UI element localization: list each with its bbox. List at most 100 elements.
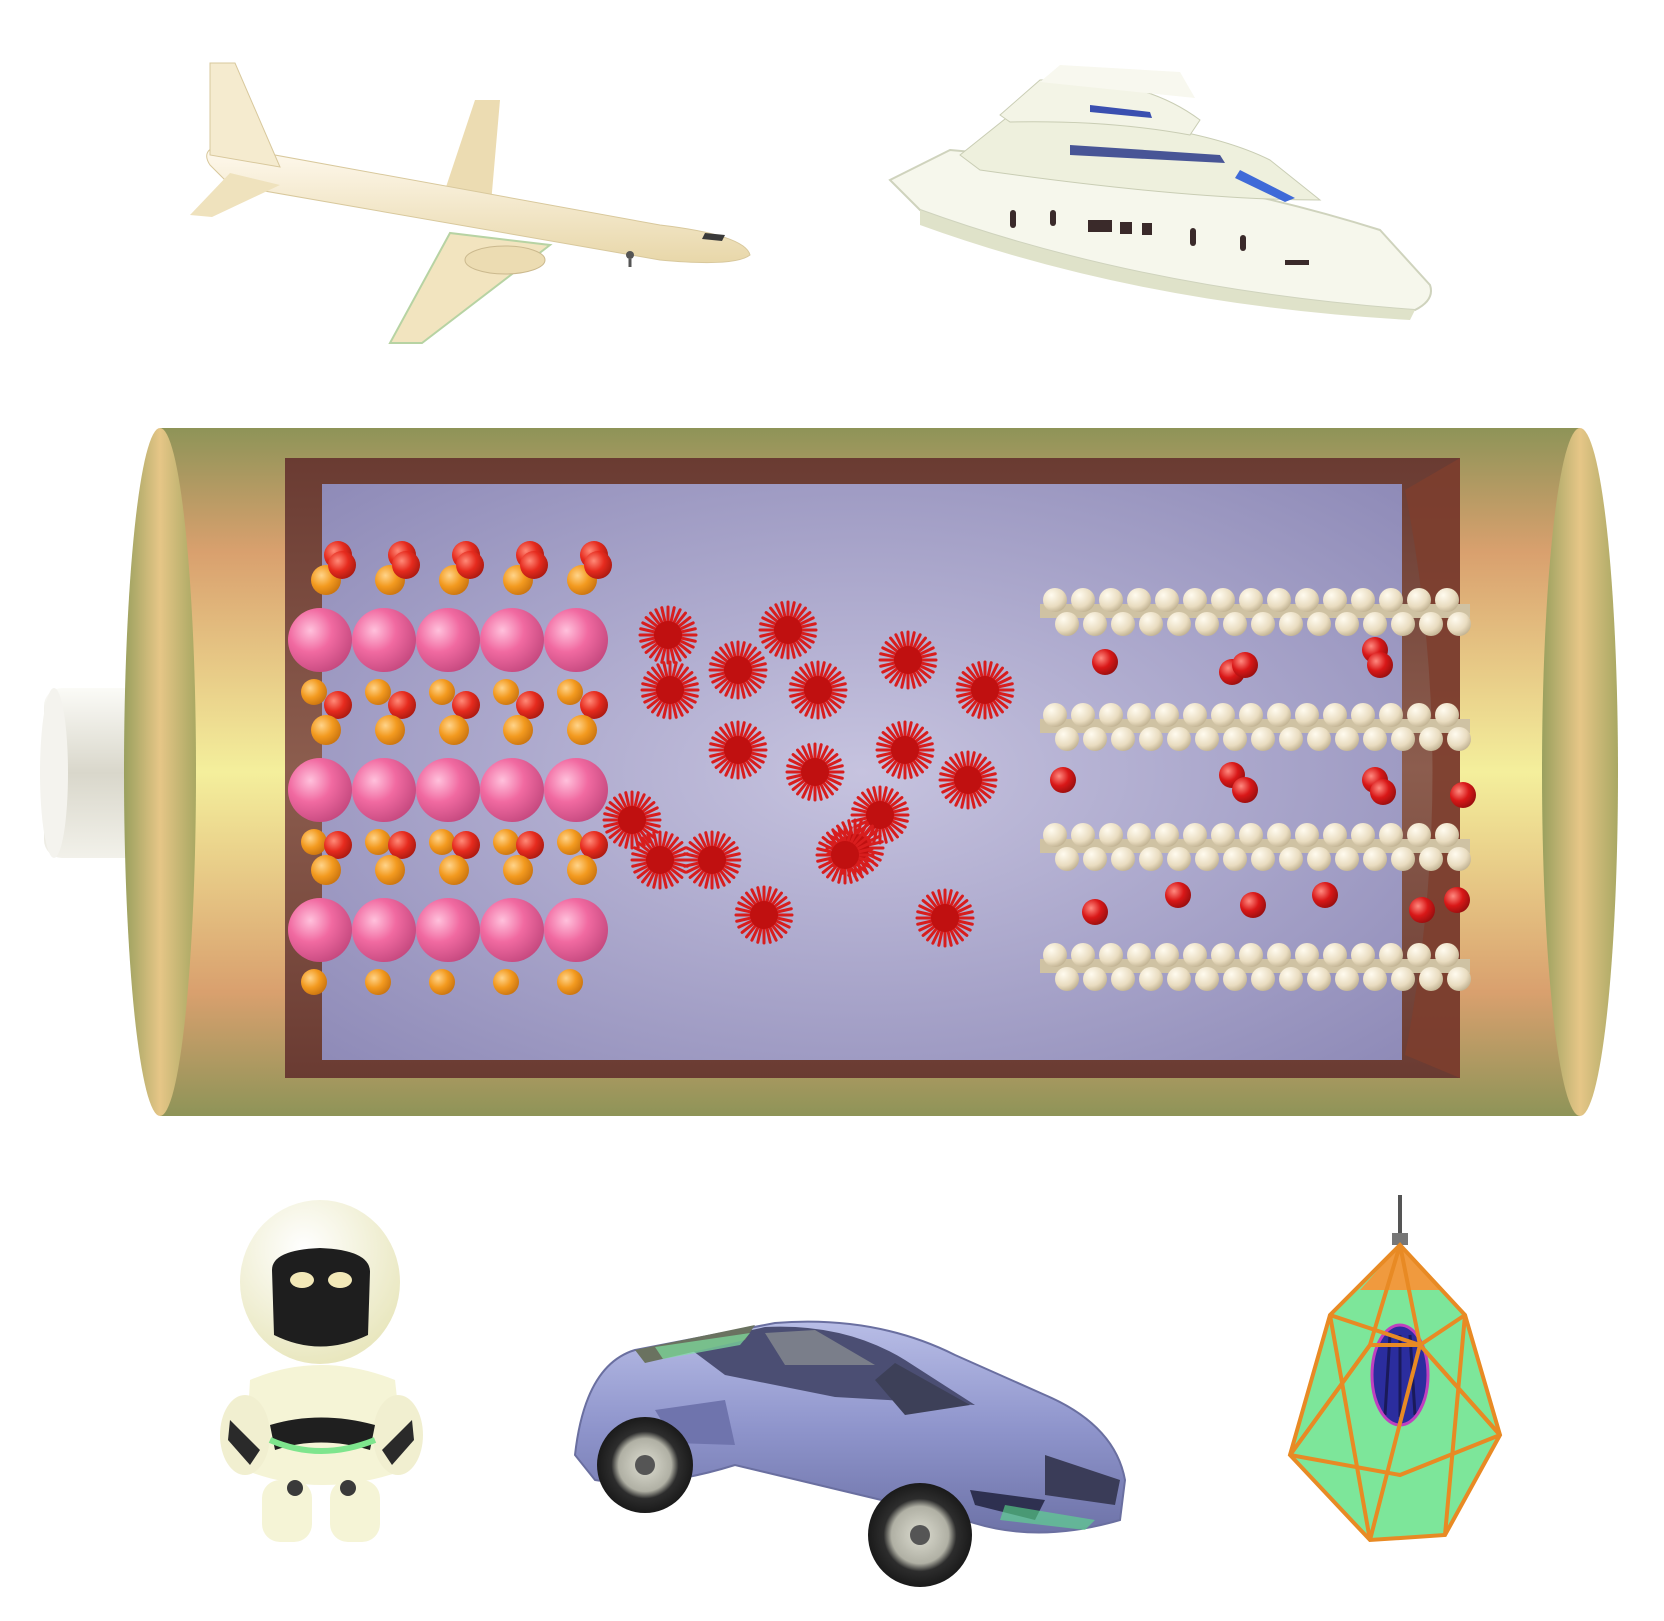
lithium-ion — [1082, 899, 1108, 925]
lithium-ion — [1232, 777, 1258, 803]
cathode-atom-orange — [375, 715, 405, 745]
anode-sheet — [1040, 588, 1471, 636]
pendant-lamp-icon — [1287, 1195, 1503, 1543]
cathode-atom-large — [352, 758, 416, 822]
cathode-atom-orange — [429, 829, 455, 855]
cathode-atom-orange — [365, 829, 391, 855]
cathode-atom-large — [288, 758, 352, 822]
cathode-atom-large — [352, 608, 416, 672]
ion-cluster — [938, 750, 998, 810]
ion-cluster — [682, 830, 742, 890]
lithium-ion — [1370, 779, 1396, 805]
lithium-ion — [1240, 892, 1266, 918]
robot-icon — [220, 1200, 423, 1542]
lithium-ion — [1367, 652, 1393, 678]
cathode-atom-orange — [557, 679, 583, 705]
ion-cluster — [640, 660, 700, 720]
ion-cluster — [878, 630, 938, 690]
cathode-atom-orange — [439, 855, 469, 885]
cathode-atom-orange — [301, 969, 327, 995]
cathode-atom-large — [288, 898, 352, 962]
cathode-atom-orange — [301, 829, 327, 855]
cathode-atom-red — [388, 691, 416, 719]
cathode-atom-orange — [503, 715, 533, 745]
ion-cluster — [850, 785, 910, 845]
cathode-atom-orange — [429, 679, 455, 705]
anode-sheet — [1040, 823, 1471, 871]
cathode-atom-large — [416, 758, 480, 822]
cathode-atom-orange — [567, 715, 597, 745]
cathode-atom-orange — [503, 855, 533, 885]
cathode-atom-red — [580, 831, 608, 859]
cathode-atom-large — [416, 898, 480, 962]
cathode-atom-orange — [567, 855, 597, 885]
yacht-icon — [888, 65, 1432, 320]
cathode-atom-orange — [365, 969, 391, 995]
ion-cluster — [758, 600, 818, 660]
cathode-atom-large — [416, 608, 480, 672]
cathode-atom-large — [480, 608, 544, 672]
lithium-ion — [1312, 882, 1338, 908]
cathode-atom-large — [480, 898, 544, 962]
graphite-anode-layers — [1040, 588, 1476, 991]
ion-cluster — [788, 660, 848, 720]
ion-cluster — [638, 605, 698, 665]
lithium-ion — [1050, 767, 1076, 793]
cathode-atom-large — [288, 608, 352, 672]
cathode-atom-red — [328, 551, 356, 579]
ion-cluster — [915, 888, 975, 948]
cathode-atom-orange — [493, 969, 519, 995]
cathode-atom-orange — [439, 715, 469, 745]
cathode-atom-red — [452, 691, 480, 719]
lithium-ion — [1409, 897, 1435, 923]
cathode-atom-red — [392, 551, 420, 579]
sports-car-icon — [573, 1320, 1127, 1587]
cathode-atom-red — [516, 831, 544, 859]
cathode-atom-red — [452, 831, 480, 859]
cathode-atom-large — [480, 758, 544, 822]
lithium-ion — [1444, 887, 1470, 913]
cathode-atom-orange — [429, 969, 455, 995]
cathode-atom-orange — [493, 679, 519, 705]
cathode-atom-large — [352, 898, 416, 962]
cathode-atom-red — [388, 831, 416, 859]
cathode-atom-orange — [557, 969, 583, 995]
cathode-atom-red — [456, 551, 484, 579]
lithium-ion — [1450, 782, 1476, 808]
lithium-ion — [1165, 882, 1191, 908]
ion-cluster — [734, 885, 794, 945]
ion-cluster — [875, 720, 935, 780]
cathode-atom-red — [580, 691, 608, 719]
cathode-atom-orange — [493, 829, 519, 855]
ion-cluster — [785, 742, 845, 802]
cathode-atom-red — [324, 691, 352, 719]
ion-cluster — [708, 720, 768, 780]
airplane-icon — [190, 62, 751, 344]
cathode-atom-orange — [311, 715, 341, 745]
cathode-atom-large — [544, 758, 608, 822]
cathode-atom-orange — [301, 679, 327, 705]
cathode-atom-large — [544, 608, 608, 672]
cathode-lattice — [288, 541, 612, 995]
cathode-atom-red — [516, 691, 544, 719]
ion-cluster — [630, 830, 690, 890]
anode-sheet — [1040, 703, 1471, 751]
cathode-atom-red — [324, 831, 352, 859]
cathode-atom-orange — [311, 855, 341, 885]
ion-cluster — [602, 790, 662, 850]
battery-cell — [40, 428, 1618, 1116]
cathode-atom-large — [544, 898, 608, 962]
cathode-atom-orange — [557, 829, 583, 855]
ion-cluster — [955, 660, 1015, 720]
anode-sheet — [1040, 943, 1471, 991]
electrolyte-ion-clusters — [602, 600, 1015, 948]
ion-cluster — [815, 825, 875, 885]
cathode-atom-orange — [365, 679, 391, 705]
cathode-atom-orange — [375, 855, 405, 885]
cathode-atom-red — [584, 551, 612, 579]
ion-cluster — [708, 640, 768, 700]
cathode-atom-red — [520, 551, 548, 579]
lithium-ion — [1232, 652, 1258, 678]
